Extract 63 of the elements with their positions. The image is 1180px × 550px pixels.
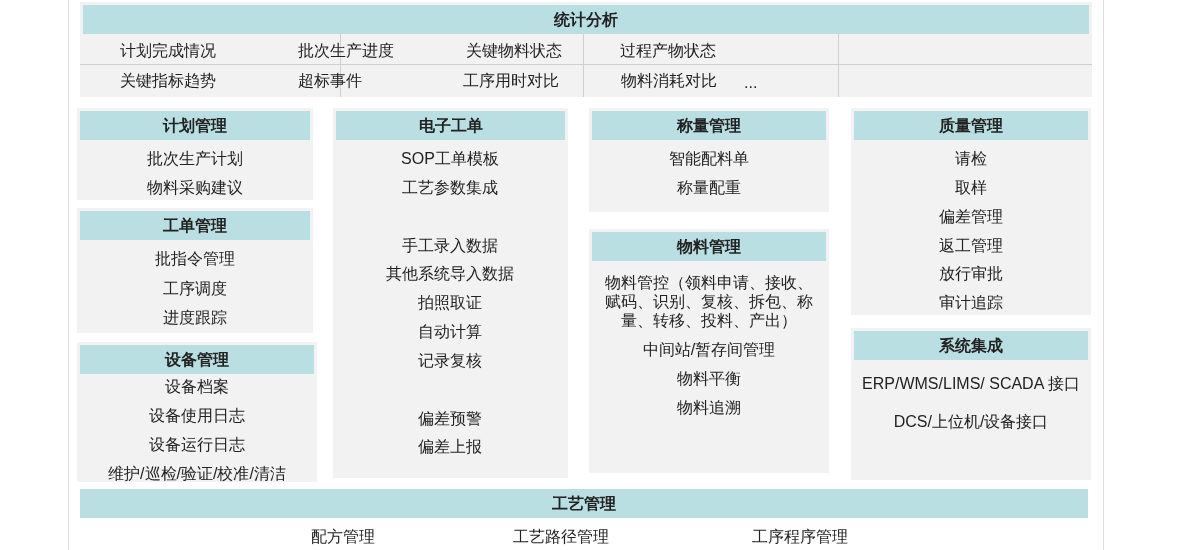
feature-item: 工序用时对比 <box>463 70 559 90</box>
feature-item: 工艺参数集成 <box>402 177 498 197</box>
section-header: 电子工单 <box>336 111 565 140</box>
feature-item: ... <box>744 72 758 92</box>
section-header: 统计分析 <box>83 5 1089 34</box>
feature-item: 物料追溯 <box>677 397 741 417</box>
feature-item: 放行审批 <box>939 263 1003 283</box>
feature-item: SOP工单模板 <box>401 148 499 168</box>
module-panel <box>589 108 829 212</box>
module-panel <box>333 108 568 478</box>
feature-item: 拍照取证 <box>418 292 482 312</box>
feature-item: 自动计算 <box>418 321 482 341</box>
feature-item: 批次生产计划 <box>147 148 243 168</box>
feature-item: 中间站/暂存间管理 <box>642 339 776 359</box>
section-header: 工艺管理 <box>80 489 1088 518</box>
module-panel <box>851 328 1091 480</box>
feature-item: DCS/上位机/设备接口 <box>893 411 1049 431</box>
feature-item: 记录复核 <box>418 350 482 370</box>
feature-item: 工序调度 <box>163 278 227 298</box>
feature-item: ERP/WMS/LIMS/ SCADA 接口 <box>861 373 1081 393</box>
module-panel <box>77 208 313 333</box>
feature-item: 维护/巡检/验证/校准/清洁 <box>108 463 286 483</box>
feature-item: 关键指标趋势 <box>120 70 216 90</box>
section-header: 物料管理 <box>592 232 826 261</box>
feature-item: 设备档案 <box>165 376 229 396</box>
feature-item: 工序程序管理 <box>752 526 848 546</box>
feature-item: 偏差预警 <box>418 408 482 428</box>
feature-item: 审计追踪 <box>939 292 1003 312</box>
feature-item: 手工录入数据 <box>402 235 498 255</box>
feature-item: 称量配重 <box>677 177 741 197</box>
feature-item: 物料消耗对比 <box>621 70 717 90</box>
feature-item: 偏差上报 <box>418 436 482 456</box>
module-panel <box>80 2 1092 97</box>
feature-item: 进度跟踪 <box>163 307 227 327</box>
module-panel <box>77 108 313 200</box>
feature-item: 计划完成情况 <box>120 40 216 60</box>
module-panel <box>589 229 829 473</box>
feature-item: 请检 <box>955 148 987 168</box>
feature-item: 物料管控（领料申请、接收、赋码、识别、复核、拆包、称量、转移、投料、产出） <box>604 272 814 330</box>
feature-item: 设备运行日志 <box>149 434 245 454</box>
feature-item: 偏差管理 <box>939 206 1003 226</box>
section-header: 设备管理 <box>80 345 314 374</box>
feature-item: 批指令管理 <box>155 248 235 268</box>
feature-item: 其他系统导入数据 <box>386 263 514 283</box>
feature-item: 过程产物状态 <box>620 40 716 60</box>
section-header: 工单管理 <box>80 211 310 240</box>
feature-item: 返工管理 <box>939 235 1003 255</box>
feature-item: 配方管理 <box>311 526 375 546</box>
module-panel <box>77 342 317 482</box>
feature-item: 批次生产进度 <box>298 40 394 60</box>
section-header: 称量管理 <box>592 111 826 140</box>
section-header: 计划管理 <box>80 111 310 140</box>
feature-item: 物料采购建议 <box>147 177 243 197</box>
section-header: 质量管理 <box>854 111 1088 140</box>
feature-item: 关键物料状态 <box>466 40 562 60</box>
feature-item: 工艺路径管理 <box>513 526 609 546</box>
section-header: 系统集成 <box>854 331 1088 360</box>
feature-item: 智能配料单 <box>669 148 749 168</box>
feature-item: 取样 <box>955 177 987 197</box>
module-panel <box>851 108 1091 315</box>
feature-item: 超标事件 <box>298 70 362 90</box>
feature-item: 设备使用日志 <box>149 405 245 425</box>
feature-item: 物料平衡 <box>677 368 741 388</box>
